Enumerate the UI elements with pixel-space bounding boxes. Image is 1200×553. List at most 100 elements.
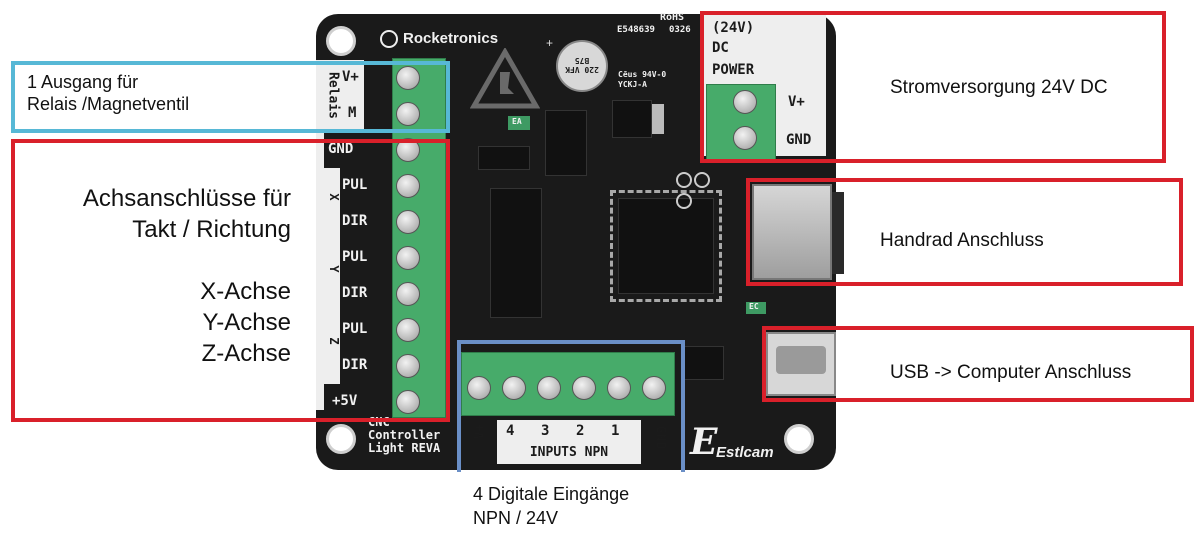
- mounting-hole-bottom-left: [326, 424, 356, 454]
- terminal-screw: [733, 90, 757, 114]
- input-pin-3: 3: [541, 423, 550, 439]
- pin-row: +5V: [324, 384, 376, 420]
- esd-warning-icon: [470, 48, 540, 109]
- driver-ic: [490, 188, 542, 318]
- plus-marker: +: [546, 36, 554, 50]
- terminal-screw: [733, 126, 757, 150]
- pin-label: PUL: [342, 177, 368, 193]
- callout-inputs-bg: [457, 472, 685, 548]
- pin-row: DIR: [340, 348, 392, 384]
- model-line: Light REVA: [368, 441, 441, 455]
- pin-label: V+: [342, 69, 359, 85]
- terminal-screw: [396, 282, 420, 306]
- crystal: [676, 172, 722, 209]
- terminal-screw: [396, 354, 420, 378]
- input-pin-1: 1: [611, 423, 620, 439]
- power-vplus: V+: [788, 94, 805, 110]
- pin-row: PUL: [340, 312, 392, 348]
- input-pin-4: 4: [506, 423, 515, 439]
- callout-line: [15, 245, 291, 276]
- terminal-screw: [607, 376, 631, 400]
- callout-axes-text: Achsanschlüsse für Takt / Richtung X-Ach…: [15, 183, 291, 369]
- power-gnd: GND: [786, 132, 812, 148]
- pin-row: PUL: [340, 240, 392, 276]
- pin-row: M: [340, 96, 392, 132]
- capacitor: [556, 40, 608, 92]
- estlcam-logo: Estlcam: [716, 444, 774, 461]
- inputs-npn-label: INPUTS NPN: [529, 445, 609, 460]
- regulator-text: Cēus 94V-0 YCKJ-A: [618, 70, 667, 89]
- callout-line: Relais /Magnetventil: [27, 94, 190, 114]
- pin-label: PUL: [342, 321, 368, 337]
- cert-code: 0326: [669, 25, 691, 35]
- brand-logo-icon: [380, 30, 398, 48]
- pin-label: M: [348, 105, 357, 121]
- smd-ea: [508, 116, 530, 130]
- callout-line: Z-Achse: [201, 340, 291, 367]
- usb-ic: [684, 346, 724, 380]
- callout-line: NPN / 24V: [473, 508, 559, 528]
- pin-label: GND: [328, 141, 354, 157]
- pin-label: +5V: [332, 393, 358, 409]
- rohs-mark: RoHS: [660, 12, 685, 23]
- pin-label: DIR: [342, 285, 368, 301]
- pin-label: PUL: [342, 249, 368, 265]
- estlcam-logo-e: E: [690, 421, 718, 463]
- callout-line: Y-Achse: [202, 309, 292, 336]
- pin-row: DIR: [340, 204, 392, 240]
- terminal-screw: [502, 376, 526, 400]
- usb-port: [776, 346, 826, 374]
- terminal-screw: [572, 376, 596, 400]
- callout-axes: Achsanschlüsse für Takt / Richtung X-Ach…: [11, 139, 450, 422]
- input-pin-2: 2: [576, 423, 585, 439]
- microcontroller: [618, 198, 714, 294]
- pin-row: V+: [340, 60, 392, 96]
- input-terminal-block: [461, 352, 675, 416]
- terminal-screw: [396, 174, 420, 198]
- capacitor-label: 220 VFK B75: [565, 56, 599, 74]
- terminal-screw: [537, 376, 561, 400]
- pin-row: DIR: [340, 276, 392, 312]
- callout-relay: 1 Ausgang für Relais /Magnetventil: [11, 61, 450, 133]
- input-number-strip: [497, 420, 641, 442]
- terminal-screw: [642, 376, 666, 400]
- terminal-screw: [396, 102, 420, 126]
- callout-usb-text: USB -> Computer Anschluss: [890, 362, 1132, 383]
- terminal-screw: [467, 376, 491, 400]
- cert-number: E548639: [617, 25, 655, 35]
- inputs-label-strip: [497, 442, 641, 464]
- pin-row: GND: [324, 132, 376, 168]
- diode: [478, 146, 530, 170]
- callout-inputs: 4 Digitale Eingänge NPN / 24V: [457, 340, 685, 548]
- terminal-screw: [396, 318, 420, 342]
- terminal-screw: [396, 246, 420, 270]
- pin-row: PUL: [340, 168, 392, 204]
- ic-small: [545, 110, 587, 176]
- callout-line: Takt / Richtung: [132, 216, 291, 243]
- model-line: Controller: [368, 428, 441, 442]
- microcontroller-pins: [610, 190, 722, 302]
- power-dc: DC: [712, 40, 729, 56]
- mounting-hole-top-left: [326, 26, 356, 56]
- handwheel-connector: [752, 184, 832, 280]
- callout-handwheel-text: Handrad Anschluss: [880, 230, 1044, 251]
- terminal-screw: [396, 210, 420, 234]
- callout-line: X-Achse: [200, 278, 291, 305]
- pin-label: DIR: [342, 213, 368, 229]
- callout-inputs-text: 4 Digitale Eingänge NPN / 24V: [473, 482, 629, 530]
- callout-line: 1 Ausgang für: [27, 72, 139, 92]
- callout-line: 4 Digitale Eingänge: [473, 484, 630, 504]
- power-voltage: (24V): [712, 20, 755, 36]
- callout-line: Achsanschlüsse für: [82, 185, 291, 212]
- ea-label: EA: [512, 117, 522, 126]
- handwheel-connector-shell: [832, 192, 844, 274]
- smd-ec: [746, 302, 766, 314]
- callout-relay-text: 1 Ausgang für Relais /Magnetventil: [27, 71, 189, 115]
- mounting-hole-bottom-right: [784, 424, 814, 454]
- terminal-screw: [396, 390, 420, 414]
- pin-label: DIR: [342, 357, 368, 373]
- callout-power: Stromversorgung 24V DC: [700, 11, 1166, 163]
- callout-usb: USB -> Computer Anschluss: [762, 326, 1194, 402]
- callout-handwheel: Handrad Anschluss: [746, 178, 1183, 286]
- terminal-screw: [396, 66, 420, 90]
